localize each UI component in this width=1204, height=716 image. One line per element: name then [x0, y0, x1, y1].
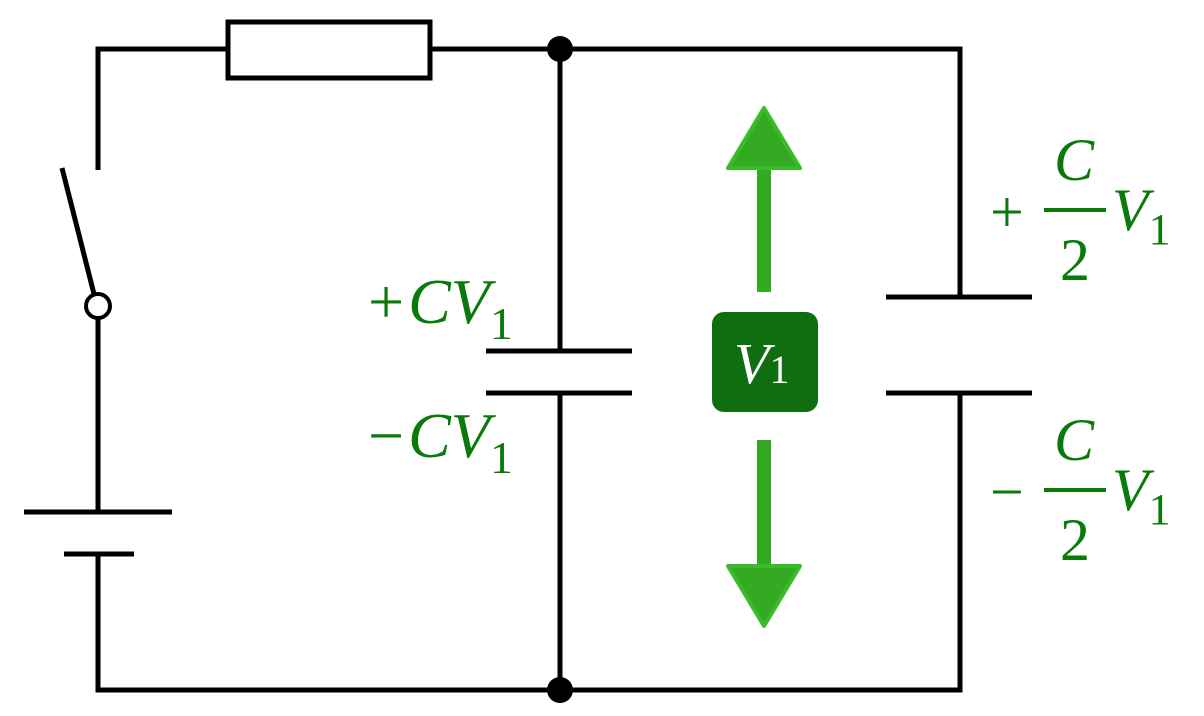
right-capacitor — [886, 294, 1032, 396]
right-plus-sub: 1 — [1149, 205, 1171, 254]
switch-blade — [59, 167, 97, 295]
left-minus-sign: − — [368, 400, 404, 471]
junction-bottom — [547, 677, 573, 703]
junction-top — [547, 36, 573, 62]
right-minus-numerator: C — [1054, 407, 1095, 473]
switch-pivot — [84, 292, 112, 320]
down-arrow — [726, 440, 802, 628]
right-plus-sign: + — [990, 179, 1024, 245]
badge-subscript: 1 — [769, 347, 789, 392]
up-arrow — [726, 106, 802, 292]
right-minus-v: V — [1112, 457, 1155, 523]
switch — [59, 167, 112, 320]
left-cap-plus-label: +CV1 — [368, 266, 513, 349]
left-plus-v: V — [451, 266, 497, 337]
wires — [95, 46, 963, 693]
right-minus-v-text: V1 — [1112, 457, 1171, 534]
voltage-badge: V1 — [712, 312, 818, 412]
top-left-wire — [95, 46, 228, 170]
right-plus-v-text: V1 — [1112, 177, 1171, 254]
resistor — [225, 19, 433, 81]
left-plus-c: C — [408, 266, 452, 337]
right-plus-denominator: 2 — [1060, 227, 1090, 293]
left-minus-sub: 1 — [490, 432, 513, 483]
badge-symbol: V — [734, 331, 776, 396]
right-plus-v: V — [1112, 177, 1155, 243]
left-plus-sub: 1 — [490, 298, 513, 349]
battery — [24, 509, 172, 557]
right-plus-numerator: C — [1054, 127, 1095, 193]
left-plus-sign: + — [368, 266, 404, 337]
left-minus-c: C — [408, 400, 452, 471]
bottom-wire — [95, 393, 963, 693]
left-capacitor — [486, 348, 632, 396]
left-cap-minus-label: −CV1 — [368, 400, 513, 483]
top-wire — [430, 46, 963, 297]
right-minus-sub: 1 — [1149, 485, 1171, 534]
voltage-badge-bg — [712, 312, 818, 412]
svg-text:V1: V1 — [734, 331, 789, 396]
right-cap-minus-label: − C 2 V1 — [990, 407, 1171, 573]
left-minus-v: V — [451, 400, 497, 471]
right-minus-denominator: 2 — [1060, 507, 1090, 573]
right-minus-sign: − — [990, 459, 1024, 525]
right-cap-plus-label: + C 2 V1 — [990, 127, 1171, 293]
